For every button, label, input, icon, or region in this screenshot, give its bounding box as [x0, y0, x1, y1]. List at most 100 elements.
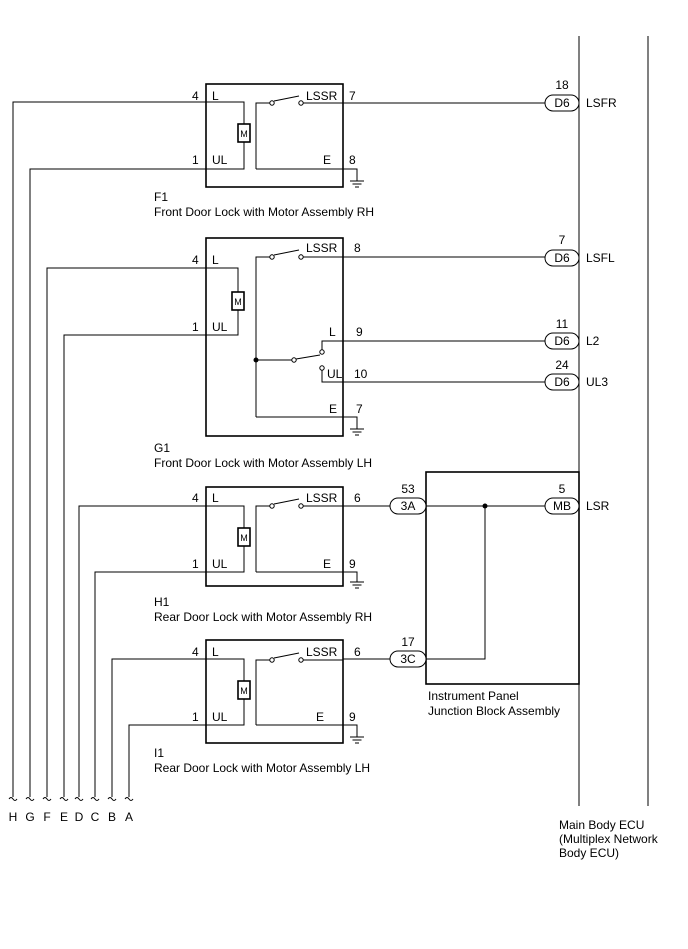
h1-switch-blade — [273, 498, 300, 505]
wire-b — [111, 658, 206, 797]
f1-pin-ul-label: UL — [212, 153, 228, 167]
g1-motor-icon — [231, 291, 245, 311]
connector-3a-pin: 53 — [401, 482, 415, 496]
h1-switch-contact — [269, 503, 275, 509]
bus-letter: F — [43, 810, 50, 824]
i1-pin-lssr-label: LSSR — [306, 645, 338, 659]
f1-pin-e-label: E — [323, 153, 331, 167]
wire-break-icon — [90, 797, 100, 801]
ecu-connector-lsr: MB 5 LSR — [544, 482, 610, 515]
f1-pin-e-num: 8 — [349, 153, 356, 167]
ecu-signal-label: L2 — [586, 334, 600, 348]
h1-pin-lssr-label: LSSR — [306, 491, 338, 505]
ecu-connector-ul3: D6 24 UL3 — [544, 358, 608, 391]
f1-pin-lssr-num: 7 — [349, 89, 356, 103]
i1-pin-l-label: L — [212, 645, 219, 659]
h1-name: Rear Door Lock with Motor Assembly RH — [154, 610, 372, 624]
g1-switch-blade — [273, 249, 300, 256]
g1-pin-e-num: 7 — [356, 402, 363, 416]
i1-motor-symbol: M — [240, 686, 248, 696]
bus-letter: A — [125, 810, 133, 824]
g1-switch-contact — [298, 254, 304, 260]
g1-code: G1 — [154, 441, 170, 455]
f1-pin-ul-num: 1 — [192, 153, 199, 167]
wire-a — [128, 724, 206, 797]
wire-break-icon — [107, 797, 117, 801]
g1-pin-ul-num: 1 — [192, 320, 199, 334]
wire-h — [12, 101, 206, 797]
wire-e — [63, 334, 206, 797]
h1-pin-ul-num: 1 — [192, 557, 199, 571]
wire-break-icon — [8, 797, 18, 801]
ecu-signal-label: LSR — [586, 499, 610, 513]
f1-pin-l-num: 4 — [192, 89, 199, 103]
ecu-connector-lsfl: D6 7 LSFL — [544, 233, 615, 267]
ecu-connector-code: D6 — [554, 96, 570, 110]
g1-pin-sw-ul-num: 10 — [354, 367, 368, 381]
h1-pin-l-label: L — [212, 491, 219, 505]
ecu-signal-label: LSFL — [586, 251, 615, 265]
f1-motor-icon — [237, 123, 251, 143]
g1-pin-lssr-num: 8 — [354, 241, 361, 255]
wire-break-icon — [42, 797, 52, 801]
wire-g — [29, 168, 206, 797]
g1-pin-l-label: L — [212, 253, 219, 267]
ecu-connector-lsfr: D6 18 LSFR — [544, 78, 617, 112]
f1-motor-symbol: M — [240, 129, 248, 139]
component-f1: 4 L 1 UL LSSR 7 E 8 M F1 Front Door Lock… — [154, 83, 374, 219]
g1-pin-l-num: 4 — [192, 253, 199, 267]
component-h1: 4 L 1 UL LSSR 6 E 9 M H1 Rear Door Lock … — [154, 486, 372, 624]
f1-name: Front Door Lock with Motor Assembly RH — [154, 205, 374, 219]
ecu-name-line3: Body ECU) — [559, 846, 619, 860]
junction-block-splice-dot — [482, 503, 488, 509]
i1-code: I1 — [154, 746, 164, 760]
h1-pin-ul-label: UL — [212, 557, 228, 571]
bus-letter: C — [91, 810, 100, 824]
wire-f — [46, 267, 206, 797]
ecu-name-line1: Main Body ECU — [559, 818, 644, 832]
g1-name: Front Door Lock with Motor Assembly LH — [154, 456, 372, 470]
f1-switch-blade — [273, 95, 300, 102]
h1-pin-e-label: E — [323, 557, 331, 571]
ecu-connector-pin: 18 — [555, 78, 569, 92]
connector-3a-code: 3A — [401, 499, 416, 513]
g1-pin-sw-ul-label: UL — [327, 367, 343, 381]
f1-switch-contact — [298, 100, 304, 106]
ecu-connector-code: D6 — [554, 375, 570, 389]
i1-switch-contact — [269, 657, 275, 663]
h1-motor-symbol: M — [240, 533, 248, 543]
i1-switch-contact — [298, 657, 304, 663]
ecu-connector-pin: 5 — [559, 482, 566, 496]
h1-pin-e-num: 9 — [349, 557, 356, 571]
bus-letter: H — [9, 810, 18, 824]
g1-position-switch-contact — [319, 365, 325, 371]
ecu-connector-pin: 7 — [559, 233, 566, 247]
component-i1: 4 L 1 UL LSSR 6 E 9 M I1 Rear Door Lock … — [154, 639, 370, 775]
i1-switch-blade — [273, 652, 300, 659]
ecu-connector-code: D6 — [554, 334, 570, 348]
g1-box — [205, 237, 344, 437]
bus-letter: B — [108, 810, 116, 824]
h1-pin-l-num: 4 — [192, 491, 199, 505]
connector-3c-code: 3C — [400, 652, 416, 666]
h1-switch-contact — [298, 503, 304, 509]
h1-pin-lssr-num: 6 — [354, 491, 361, 505]
f1-switch-contact — [269, 100, 275, 106]
i1-pin-lssr-num: 6 — [354, 645, 361, 659]
wire-break-icon — [74, 797, 84, 801]
i1-pin-e-label: E — [316, 710, 324, 724]
i1-motor-icon — [237, 680, 251, 700]
wire-c — [94, 571, 206, 797]
bus-letter: E — [60, 810, 68, 824]
g1-position-switch-contact — [319, 349, 325, 355]
ecu-name-line2: (Multiplex Network — [559, 832, 659, 846]
bus-wires: H G F E D C B A — [8, 101, 206, 824]
ecu-signal-label: UL3 — [586, 375, 608, 389]
g1-pin-e-label: E — [329, 402, 337, 416]
i1-pin-e-num: 9 — [349, 710, 356, 724]
bus-letter: G — [25, 810, 34, 824]
g1-pin-ul-label: UL — [212, 320, 228, 334]
ecu-connector-pin: 24 — [555, 358, 569, 372]
h1-code: H1 — [154, 595, 170, 609]
